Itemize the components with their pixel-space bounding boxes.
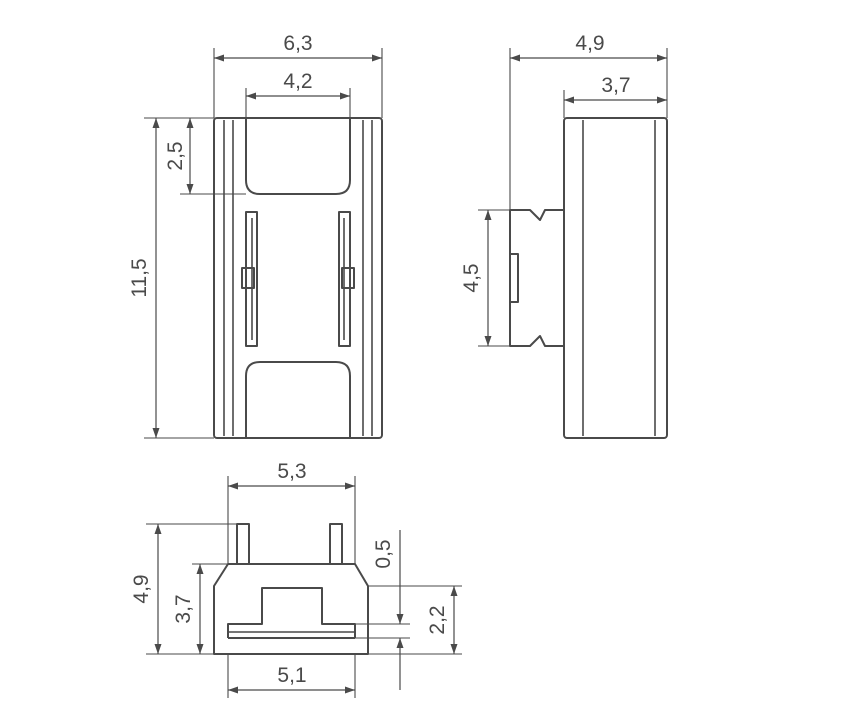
- dimension-label: 5,1: [277, 664, 306, 687]
- dimension-label: 5,3: [277, 460, 306, 483]
- dimension-front-width-outer: 6,3: [214, 32, 382, 62]
- dimension-bottom-base-height: 2,2: [426, 586, 458, 654]
- dimension-side-clip-height: 4,5: [460, 210, 492, 346]
- side-view: 4,9 3,7 4,5: [460, 32, 668, 439]
- dimension-label: 6,3: [283, 32, 312, 55]
- bottom-view: 5,3 5,1 4,9 3,7 0,5 2,2: [130, 460, 462, 698]
- side-view-body: [509, 117, 668, 439]
- dimension-front-top-pad: 2,5: [164, 118, 194, 194]
- front-view: 6,3 4,2 2,5 11,5: [128, 32, 383, 439]
- dimension-label: 11,5: [128, 258, 151, 297]
- dimension-side-depth-body: 3,7: [564, 74, 667, 104]
- dimension-label: 2,2: [426, 605, 449, 634]
- dimension-bottom-pin-height: 0,5: [372, 530, 404, 690]
- dimension-bottom-height-total: 4,9: [130, 524, 162, 654]
- dimension-bottom-width-bottom: 5,1: [228, 664, 355, 694]
- dimension-label: 0,5: [372, 539, 395, 568]
- dimension-label: 4,9: [575, 32, 604, 55]
- dimension-label: 3,7: [172, 594, 195, 623]
- dimension-label: 4,9: [130, 574, 153, 603]
- dimension-label: 2,5: [164, 141, 187, 170]
- dimension-bottom-height-body: 3,7: [172, 564, 204, 654]
- dimension-bottom-width-top: 5,3: [228, 460, 355, 490]
- front-view-body: [213, 117, 383, 439]
- bottom-view-body: [213, 523, 369, 655]
- dimension-label: 4,5: [460, 263, 483, 292]
- dimension-label: 3,7: [601, 74, 630, 97]
- dimension-side-depth-total: 4,9: [510, 32, 667, 62]
- dimension-front-width-inner: 4,2: [246, 70, 350, 100]
- dimension-front-height-total: 11,5: [128, 118, 160, 438]
- dimension-label: 4,2: [283, 70, 312, 93]
